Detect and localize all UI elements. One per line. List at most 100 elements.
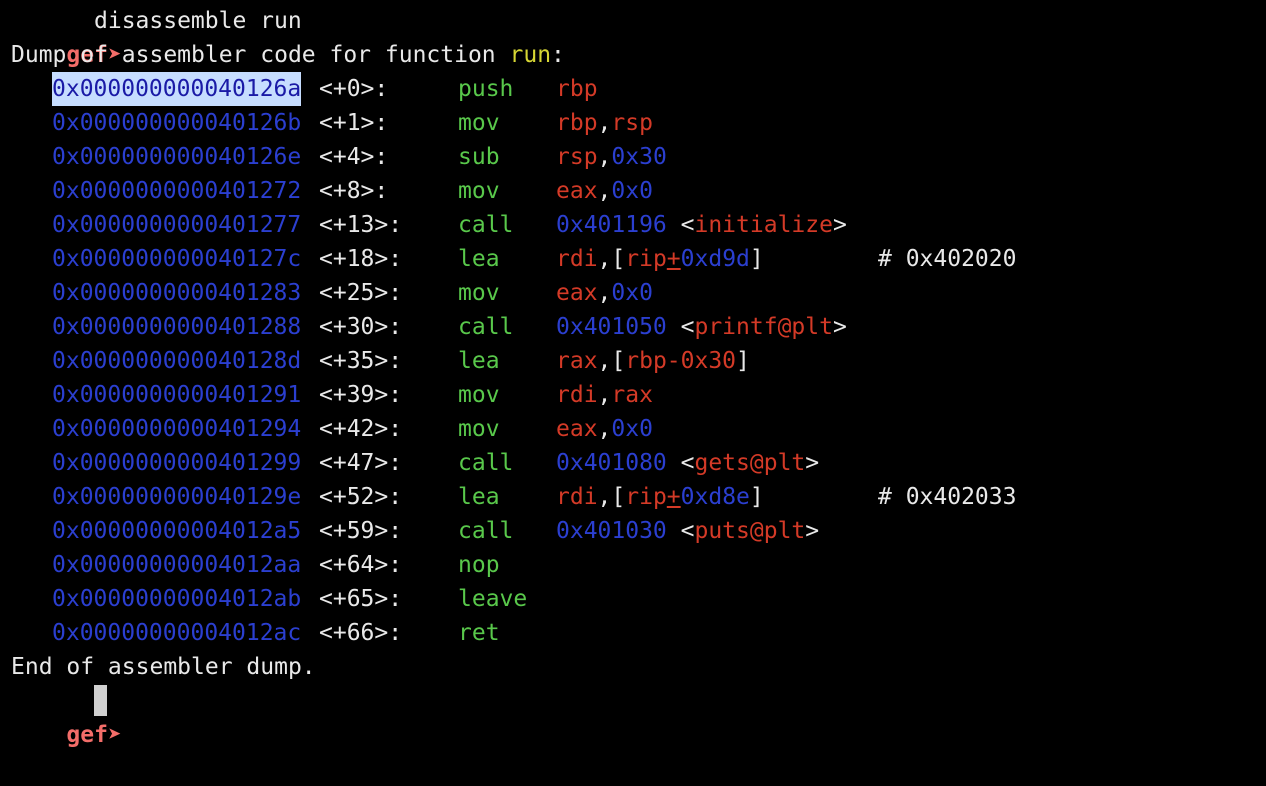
instruction-offset: <+47>: — [319, 450, 403, 476]
instruction-address[interactable]: 0x0000000000401291 — [52, 382, 302, 408]
operand-pl: ,[ — [597, 246, 626, 272]
instruction-offset: <+8>: — [319, 178, 389, 204]
operand-reg: rip — [625, 246, 667, 272]
instruction-mnemonic: mov — [458, 110, 500, 136]
dump-header-suffix: : — [551, 42, 565, 68]
instruction-operands: rdi,rax — [556, 378, 653, 412]
operand-pl: , — [597, 110, 612, 136]
operand-reg: rsp — [611, 110, 653, 136]
operand-pl: > — [832, 212, 847, 238]
instruction-row: 0x000000000040127c <+18>: lea rdi,[rip+0xd9… — [11, 242, 1251, 276]
instruction-address[interactable]: 0x000000000040126e — [52, 144, 302, 170]
instruction-offset: <+18>: — [319, 246, 403, 272]
instruction-operands: rbp — [556, 72, 598, 106]
instruction-operands: 0x401050 <printf@plt> — [556, 310, 847, 344]
instruction-offset: <+39>: — [319, 382, 403, 408]
operand-reg: rdi — [556, 382, 598, 408]
instruction-address[interactable]: 0x000000000040126b — [52, 110, 302, 136]
instruction-row: 0x00000000004012ac<+66>:ret — [11, 616, 1251, 650]
operand-num: 0xd8e — [680, 484, 750, 510]
dump-header: Dump of assembler code for function run: — [11, 38, 565, 72]
instruction-address[interactable]: 0x00000000004012a5 — [52, 518, 302, 544]
operand-pl: , — [597, 416, 612, 442]
operand-num: 0x30 — [611, 144, 667, 170]
operand-reg: eax — [556, 178, 598, 204]
instruction-address[interactable]: 0x0000000000401299 — [52, 450, 302, 476]
operand-reg: rbp-0x30 — [625, 348, 737, 374]
instruction-operands: 0x401196 <initialize> — [556, 208, 847, 242]
instruction-offset: <+66>: — [319, 620, 403, 646]
operand-num: 0x401030 — [556, 518, 667, 544]
instruction-offset: <+35>: — [319, 348, 403, 374]
operand-sym: printf@plt — [694, 314, 833, 340]
instruction-address[interactable]: 0x00000000004012aa — [52, 552, 302, 578]
instruction-row: 0x00000000004012ab <+65>: leave — [11, 582, 1251, 616]
instruction-address[interactable]: 0x0000000000401288 — [52, 314, 302, 340]
instruction-operands: rdi,[rip+0xd8e] — [556, 480, 764, 514]
command-text: disassemble run — [94, 8, 302, 34]
instruction-mnemonic: sub — [458, 144, 500, 170]
instruction-address[interactable]: 0x000000000040127c — [52, 246, 302, 272]
instruction-offset: <+64>: — [319, 552, 403, 578]
instruction-mnemonic: mov — [458, 382, 500, 408]
instruction-mnemonic: lea — [458, 484, 500, 510]
instruction-mnemonic: mov — [458, 178, 500, 204]
terminal-window[interactable]: gef➤ disassemble run Dump of assembler co… — [0, 0, 1266, 748]
function-name: run — [509, 42, 552, 68]
instruction-address[interactable]: 0x0000000000401294 — [52, 416, 302, 442]
instruction-address[interactable]: 0x00000000004012ab — [52, 586, 302, 612]
operand-reg: rbp — [556, 76, 598, 102]
operand-pl: ] — [749, 246, 764, 272]
operand-pl: , — [597, 178, 612, 204]
operand-num: 0x0 — [611, 178, 653, 204]
operand-num: 0x0 — [611, 280, 653, 306]
instruction-address[interactable]: 0x00000000004012ac — [52, 620, 302, 646]
instruction-mnemonic: call — [458, 518, 514, 544]
instruction-offset: <+52>: — [319, 484, 403, 510]
instruction-operands: rdi,[rip+0xd9d] — [556, 242, 764, 276]
operand-reg: rdi — [556, 246, 598, 272]
instruction-row: 0x00000000004012aa<+64>:nop — [11, 548, 1251, 582]
operand-reg: rip — [625, 484, 667, 510]
instruction-address[interactable]: 0x0000000000401272 — [52, 178, 302, 204]
dump-header-prefix: Dump of assembler code for function — [11, 42, 510, 68]
instruction-row: 0x0000000000401291 <+39>: mov rdi,rax — [11, 378, 1251, 412]
instruction-offset: <+13>: — [319, 212, 403, 238]
instruction-offset: <+25>: — [319, 280, 403, 306]
text-cursor[interactable] — [94, 684, 107, 718]
instruction-operands: eax,0x0 — [556, 412, 653, 446]
instruction-address[interactable]: 0x0000000000401277 — [52, 212, 302, 238]
gef-prompt: gef➤ — [66, 42, 122, 68]
instruction-address-selected[interactable]: 0x000000000040126a — [52, 72, 302, 106]
instruction-row: 0x0000000000401272 <+8>: mov eax,0x0 — [11, 174, 1251, 208]
operand-reg: + — [666, 484, 681, 510]
instruction-offset: <+0>: — [319, 76, 389, 102]
instruction-mnemonic: lea — [458, 246, 500, 272]
final-prompt-line[interactable]: gef➤ — [11, 684, 122, 748]
instruction-address[interactable]: 0x000000000040129e — [52, 484, 302, 510]
instruction-operands: eax,0x0 — [556, 174, 653, 208]
instruction-offset: <+65>: — [319, 586, 403, 612]
instruction-operands: rax,[rbp-0x30] — [556, 344, 750, 378]
instruction-mnemonic: mov — [458, 280, 500, 306]
instruction-operands: 0x401080 <gets@plt> — [556, 446, 819, 480]
instruction-operands: rbp,rsp — [556, 106, 653, 140]
instruction-offset: <+59>: — [319, 518, 403, 544]
instruction-comment: # 0x402033 — [878, 484, 1017, 510]
operand-reg: eax — [556, 280, 598, 306]
instruction-address[interactable]: 0x0000000000401283 — [52, 280, 302, 306]
operand-num: 0x401196 — [556, 212, 667, 238]
instruction-row: 0x000000000040129e <+52>: lea rdi,[rip+0xd8… — [11, 480, 1251, 514]
instruction-address[interactable]: 0x000000000040128d — [52, 348, 302, 374]
instruction-mnemonic: leave — [458, 586, 528, 612]
instruction-mnemonic: mov — [458, 416, 500, 442]
operand-reg: + — [666, 246, 681, 272]
